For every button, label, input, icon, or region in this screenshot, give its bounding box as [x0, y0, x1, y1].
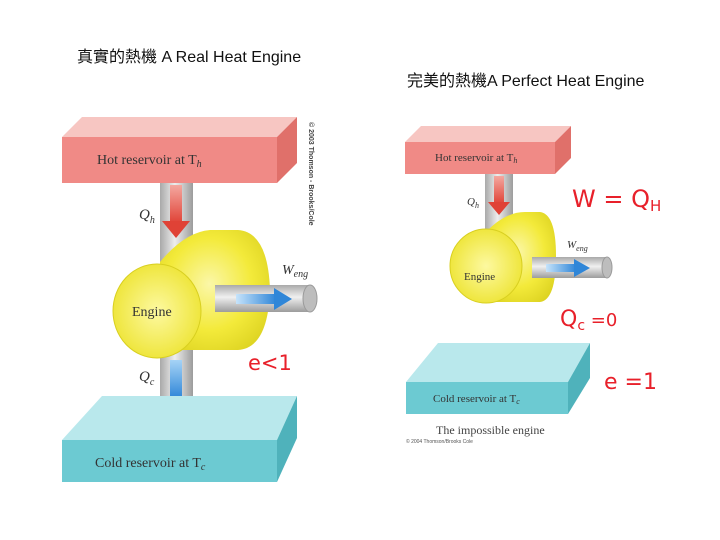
real-copyright: © 2003 Thomson - Brooks/Cole: [307, 122, 315, 226]
annotation-efficiency-perfect: e =1: [604, 370, 657, 395]
annotation-cold-heat: Qc =0: [560, 307, 617, 334]
perfect-hot-reservoir: Hot reservoir at Th: [405, 126, 571, 174]
real-cold-reservoir-label: Cold reservoir at Tc: [95, 456, 206, 473]
real-cold-reservoir: Cold reservoir at Tc: [62, 396, 297, 482]
real-hot-reservoir: Hot reservoir at Th: [62, 117, 297, 183]
real-hot-reservoir-label: Hot reservoir at Th: [97, 153, 202, 170]
perfect-qh-arrow: [488, 176, 510, 215]
perfect-qh-label: Qh: [467, 196, 479, 210]
real-engine-diagram: Hot reservoir at Th Qh Engine Weng Qc: [62, 117, 318, 482]
annotation-work-equation: W = QH: [572, 185, 661, 215]
real-work-pipe: [215, 284, 318, 313]
real-qh-arrow: [162, 185, 190, 238]
real-engine-label: Engine: [132, 305, 172, 320]
perfect-engine-label: Engine: [464, 271, 495, 283]
perfect-cold-reservoir-label: Cold reservoir at Tc: [433, 393, 520, 406]
real-qh-label: Qh: [139, 207, 155, 226]
real-weng-label: Weng: [282, 263, 308, 280]
perfect-caption: The impossible engine: [436, 423, 545, 437]
perfect-engine-diagram: Hot reservoir at Th Qh Engine Weng Cold: [405, 126, 613, 445]
real-qc-label: Qc: [139, 369, 155, 388]
annotation-efficiency-real: e<1: [248, 351, 292, 375]
perfect-work-pipe: [532, 256, 613, 279]
title-perfect-engine: 完美的熱機A Perfect Heat Engine: [407, 73, 645, 90]
annotations: e<1 W = QH Qc =0 e =1: [248, 185, 661, 395]
perfect-cold-reservoir: Cold reservoir at Tc: [406, 343, 590, 414]
title-real-engine: 真實的熱機 A Real Heat Engine: [77, 49, 302, 66]
perfect-hot-reservoir-label: Hot reservoir at Th: [435, 152, 517, 165]
perfect-copyright: © 2004 Thomson/Brooks Cole: [406, 438, 473, 445]
perfect-weng-label: Weng: [567, 239, 588, 253]
perfect-engine-cylinder: Engine: [449, 212, 556, 304]
